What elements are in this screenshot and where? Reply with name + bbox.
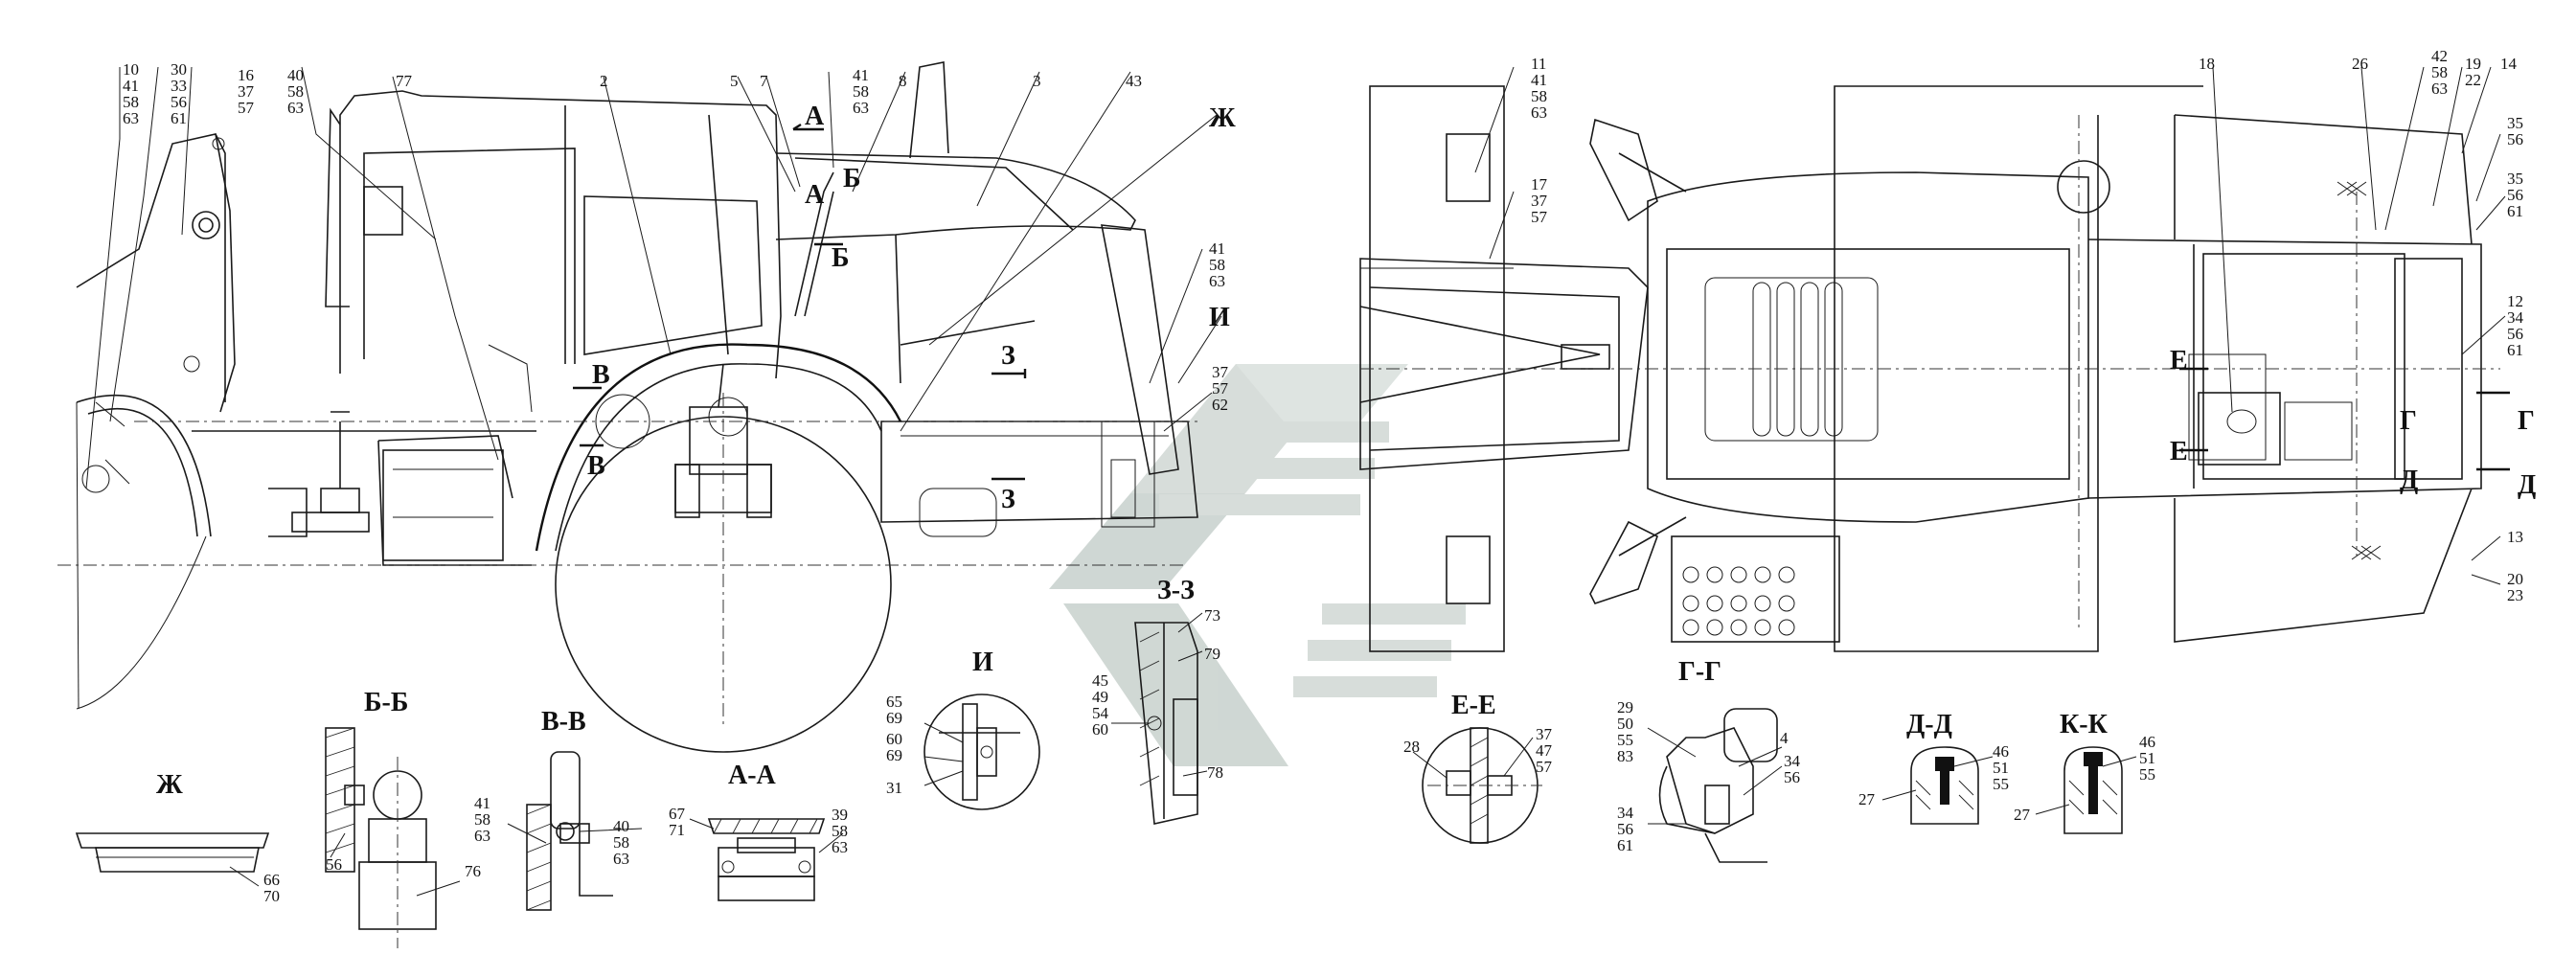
section-title-bb: Б-Б [364, 688, 408, 717]
label-detail-zh: Ж [156, 770, 183, 800]
callout-8: 8 [899, 72, 907, 90]
callout-27b: 27 [2014, 806, 2031, 824]
detail-ee [1412, 727, 1542, 844]
detail-dd [1881, 746, 1994, 825]
leaders-left [85, 66, 1222, 489]
marker-g-right: Г [2518, 406, 2535, 436]
marker-v-bottom: В [587, 451, 605, 481]
section-title-kk: К-К [2060, 710, 2109, 739]
side-view [57, 61, 1198, 753]
detail-kk [2035, 746, 2137, 834]
callout-i: И [1209, 303, 1230, 332]
section-title-i: И [972, 648, 993, 677]
section-title-gg: Г-Г [1678, 657, 1721, 687]
marker-b-top: Б [843, 164, 861, 193]
callout-7: 7 [760, 72, 768, 90]
callout-79: 79 [1204, 645, 1220, 663]
marker-e-bottom: Е [2170, 437, 2188, 466]
radiator-grille [1704, 277, 1879, 442]
detail-zz [1111, 612, 1208, 825]
section-title-ee: Е-Е [1451, 691, 1496, 720]
callout-73: 73 [1204, 606, 1220, 625]
callout-14: 14 [2500, 55, 2518, 73]
marker-a-top: А [805, 102, 825, 131]
detail-gg [1647, 708, 1783, 863]
callout-28: 28 [1403, 738, 1420, 756]
detail-bb [325, 727, 461, 948]
callout-13: 13 [2507, 528, 2523, 546]
step-plate [1671, 535, 1840, 643]
section-markers: А А Б Б В В З З Е Е Г Г Д Д [573, 102, 2536, 514]
callout-18: 18 [2199, 55, 2215, 73]
top-view [1359, 85, 2510, 652]
callout-26: 26 [2352, 55, 2368, 73]
callout-76: 76 [465, 862, 481, 880]
callout-27a: 27 [1858, 790, 1876, 808]
callout-31: 31 [886, 779, 902, 797]
callout-43: 43 [1126, 72, 1142, 90]
callout-4: 4 [1780, 729, 1789, 747]
detail-aa [689, 818, 844, 901]
callout-56: 56 [326, 855, 342, 874]
leaders-right [1474, 66, 2506, 585]
callout-2: 2 [600, 72, 608, 90]
marker-d-left: Д [2400, 466, 2418, 495]
callout-3: 3 [1033, 72, 1041, 90]
marker-b-bottom: Б [832, 243, 850, 273]
callout-77: 77 [396, 72, 413, 90]
callout-78: 78 [1207, 763, 1223, 782]
marker-z-top: З [1001, 341, 1015, 371]
detail-vv [507, 751, 643, 911]
marker-g-left: Г [2400, 406, 2417, 436]
marker-d-right: Д [2518, 470, 2536, 500]
marker-e-top: Е [2170, 346, 2188, 375]
marker-v-top: В [592, 360, 610, 390]
section-titles: Б-Б В-В А-А И З-З Е-Е Г-Г Д-Д К-К [364, 576, 2109, 790]
section-title-dd: Д-Д [1906, 710, 1952, 739]
callout-5: 5 [730, 72, 739, 90]
brand-chevron-logo-icon [1049, 364, 1466, 766]
crosshatch-marks [2337, 181, 2382, 560]
section-title-vv: В-В [541, 707, 586, 737]
callout-zh: Ж [1209, 103, 1236, 133]
detail-zh [75, 832, 270, 887]
section-title-aa: А-А [728, 761, 777, 790]
marker-a-bottom: А [805, 180, 825, 210]
marker-z-bottom: З [1001, 485, 1015, 514]
section-title-zz: З-З [1157, 576, 1195, 605]
detail-i [923, 694, 1040, 810]
